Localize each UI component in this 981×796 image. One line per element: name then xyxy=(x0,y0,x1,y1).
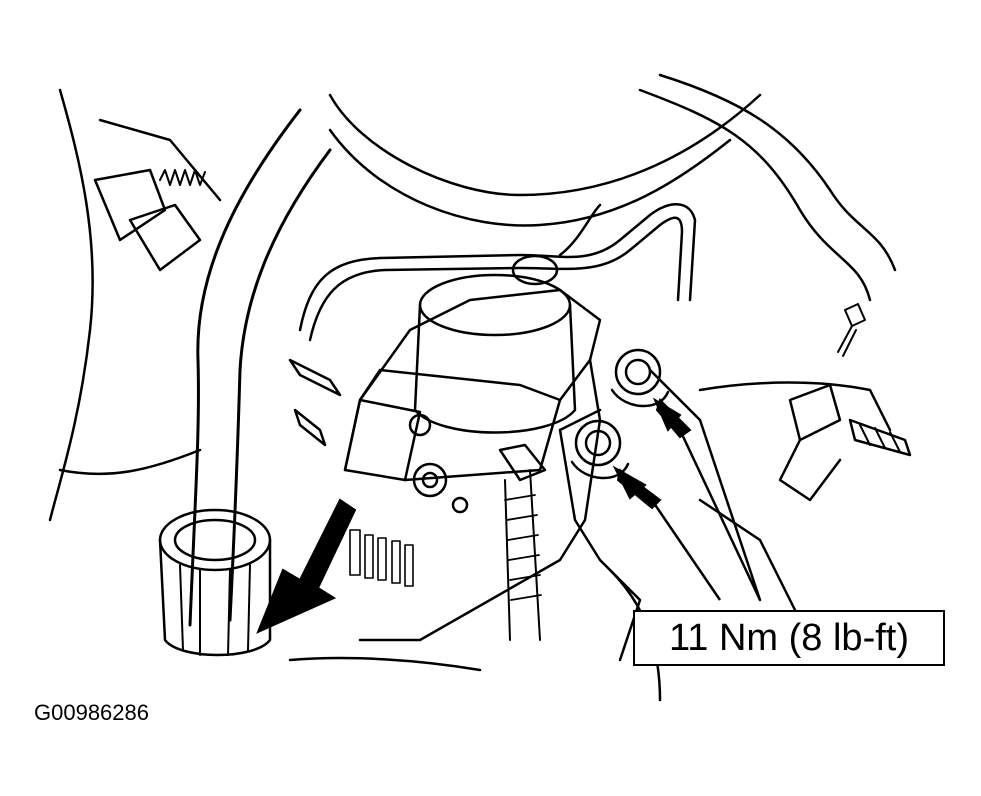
bolt-arrow-upper xyxy=(652,397,692,439)
brake-hose xyxy=(188,108,302,627)
wiring-clamp xyxy=(848,418,912,457)
abs-module-body xyxy=(343,358,602,642)
mounting-bolt-upper xyxy=(610,348,670,408)
brake-line xyxy=(298,203,697,332)
electrical-connector xyxy=(498,443,547,482)
torque-spec-box: 11 Nm (8 lb-ft) xyxy=(633,610,945,666)
torque-spec-label: 11 Nm (8 lb-ft) xyxy=(668,616,909,659)
bolt-arrow-lower xyxy=(612,465,662,510)
module-indicator-arrow xyxy=(256,498,357,634)
mounting-bolt-lower xyxy=(570,419,630,480)
pump-motor xyxy=(418,273,572,337)
booster-outline xyxy=(328,93,762,197)
brake-hose-inner xyxy=(228,148,332,622)
figure-id-label: G00986286 xyxy=(34,700,149,725)
loose-bolt xyxy=(837,303,866,357)
